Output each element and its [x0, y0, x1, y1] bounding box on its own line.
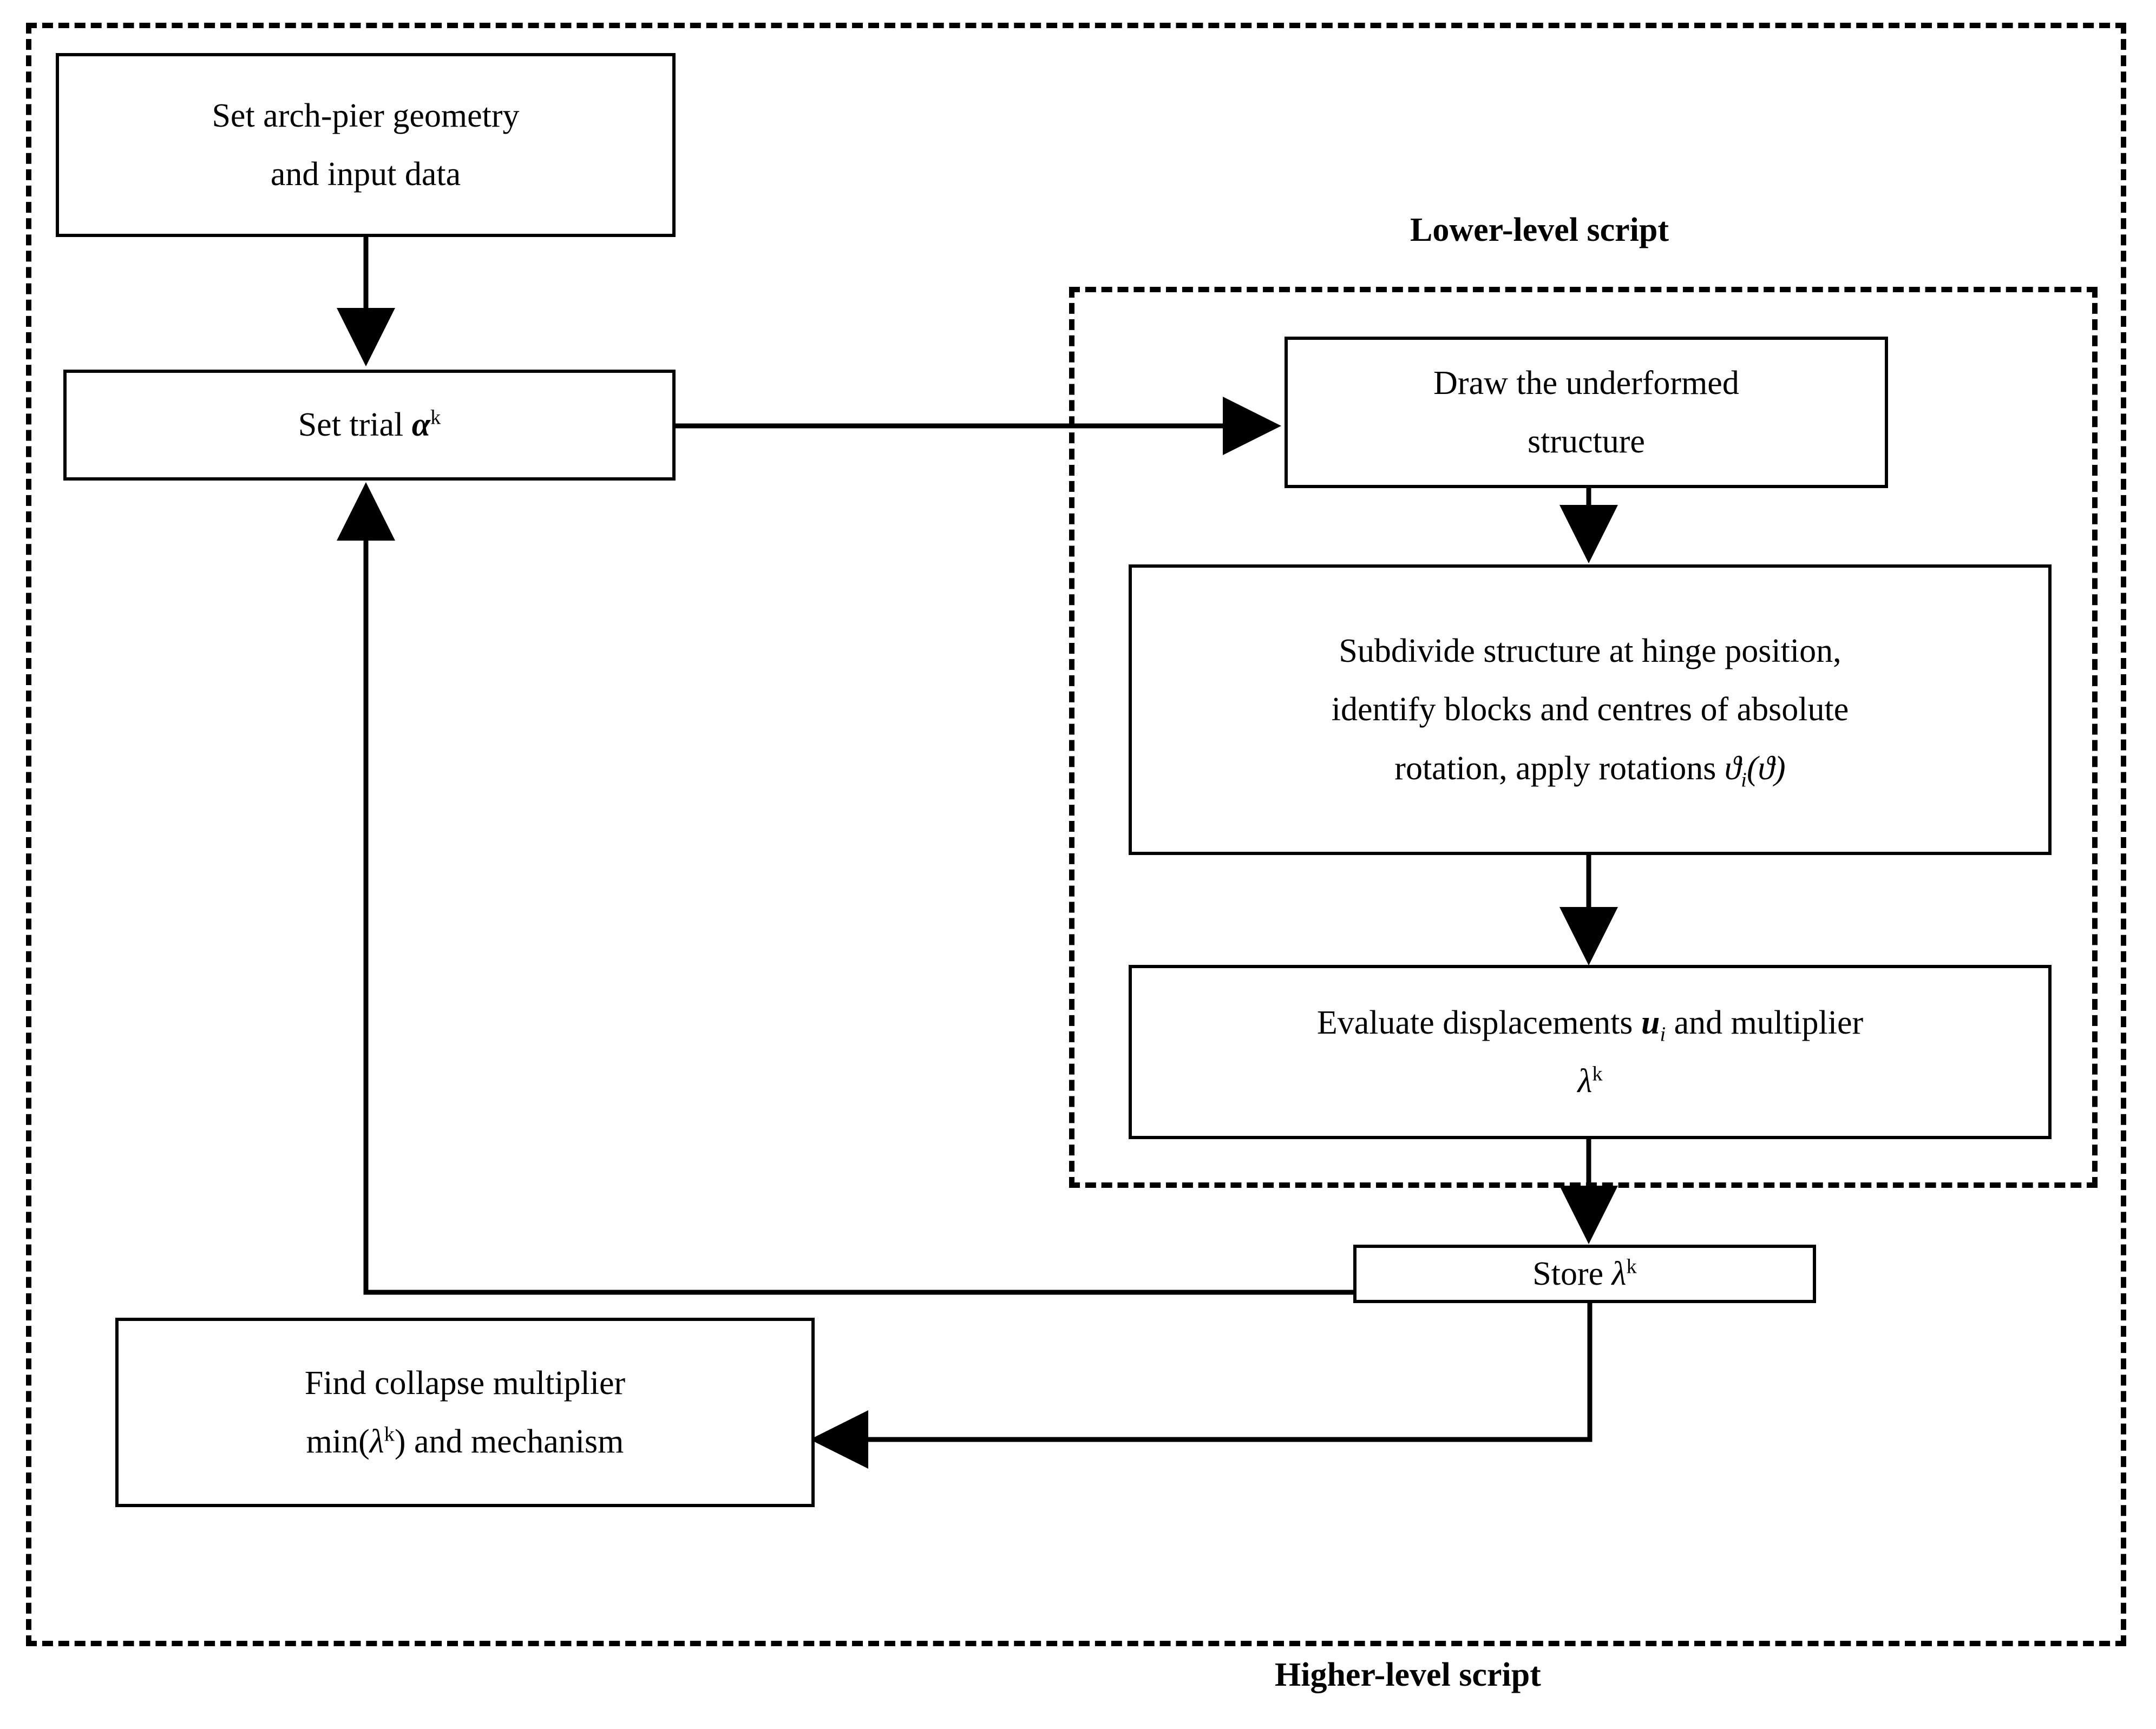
node-subdivide-line3: rotation, apply rotations ϑi(ϑ) — [1394, 739, 1785, 798]
node-evaluate-line1-subscript: i — [1660, 1022, 1666, 1046]
node-draw-structure-line2: structure — [1528, 423, 1645, 460]
node-evaluate-line1-symbol: u — [1641, 1004, 1660, 1041]
node-store-superscript: k — [1626, 1255, 1637, 1278]
node-subdivide-line3-subscript: i — [1741, 768, 1747, 792]
node-set-trial-prefix: Set trial — [298, 406, 412, 444]
node-find-line2-suffix: ) and mechanism — [394, 1423, 624, 1460]
node-set-trial-text: Set trial αk — [298, 396, 441, 455]
node-evaluate-line1: Evaluate displacements ui and multiplier — [1317, 994, 1863, 1053]
node-store-prefix: Store — [1532, 1255, 1612, 1292]
higher-level-script-region — [26, 23, 2126, 1646]
node-find-line2: min(λk) and mechanism — [306, 1412, 624, 1471]
node-subdivide-line3-prefix: rotation, apply rotations — [1394, 750, 1725, 787]
node-store-text: Store λk — [1532, 1245, 1636, 1304]
node-draw-structure-line1: Draw the underformed — [1433, 364, 1739, 402]
node-evaluate-line2: λk — [1577, 1052, 1602, 1111]
node-evaluate-line1-prefix: Evaluate displacements — [1316, 1004, 1641, 1041]
higher-level-script-label: Higher-level script — [1275, 1656, 1541, 1693]
node-find-line2-prefix: min( — [306, 1423, 370, 1460]
node-find-line2-superscript: k — [384, 1423, 395, 1446]
node-set-geometry[interactable]: Set arch-pier geometry and input data — [56, 53, 676, 237]
node-evaluate-line1-suffix: and multiplier — [1666, 1004, 1864, 1041]
node-set-geometry-line2: and input data — [270, 156, 461, 193]
node-subdivide-line3-suffix: (ϑ) — [1746, 750, 1786, 787]
node-find-line2-symbol: λ — [369, 1423, 384, 1460]
lower-level-script-label: Lower-level script — [1410, 212, 1669, 248]
node-draw-structure[interactable]: Draw the underformed structure — [1285, 337, 1888, 488]
node-evaluate-line2-symbol: λ — [1577, 1063, 1593, 1100]
node-set-geometry-line1: Set arch-pier geometry — [212, 97, 520, 134]
node-subdivide-structure[interactable]: Subdivide structure at hinge position, i… — [1129, 564, 2052, 855]
node-set-trial-superscript: k — [430, 406, 441, 429]
node-subdivide-line1: Subdivide structure at hinge position, — [1339, 632, 1842, 669]
node-store-symbol: λ — [1611, 1255, 1627, 1292]
node-subdivide-line2: identify blocks and centres of absolute — [1331, 691, 1849, 728]
node-find-collapse-multiplier[interactable]: Find collapse multiplier min(λk) and mec… — [115, 1318, 815, 1507]
node-set-trial-symbol: α — [411, 406, 431, 444]
node-set-trial[interactable]: Set trial αk — [63, 370, 676, 481]
node-store-lambda[interactable]: Store λk — [1353, 1245, 1816, 1303]
node-evaluate-displacements[interactable]: Evaluate displacements ui and multiplier… — [1129, 965, 2052, 1139]
node-subdivide-line3-symbol: ϑ — [1724, 750, 1741, 787]
node-evaluate-line2-superscript: k — [1592, 1062, 1603, 1086]
node-find-line1: Find collapse multiplier — [304, 1364, 626, 1402]
